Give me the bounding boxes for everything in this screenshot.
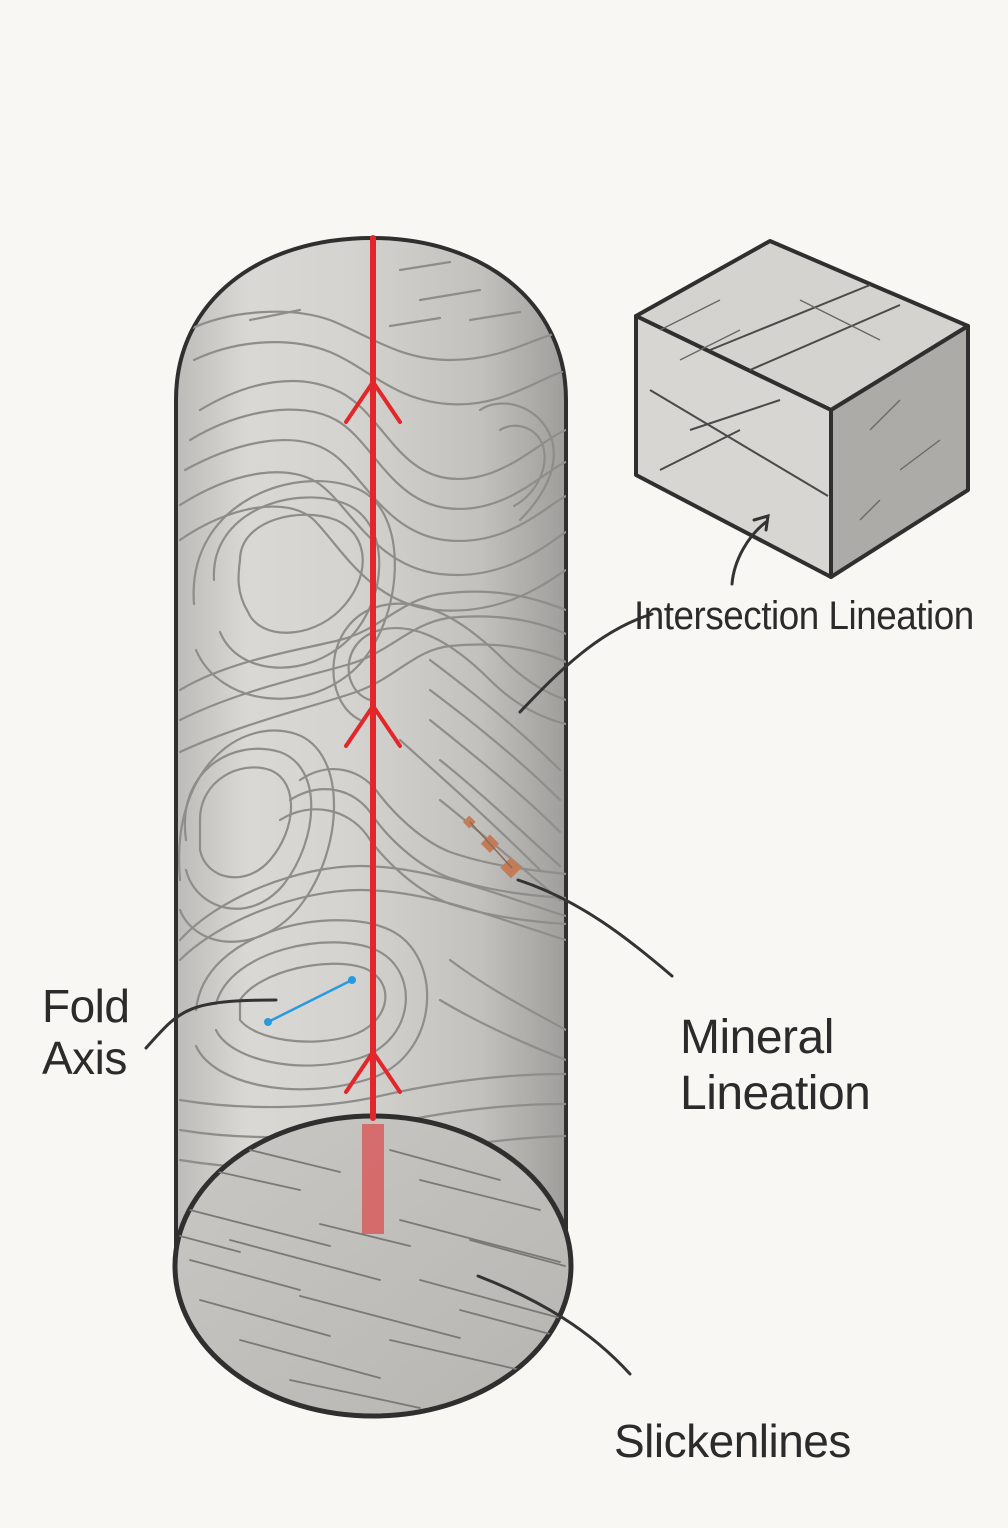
- label-fold-line1: Fold: [42, 980, 130, 1032]
- cylinder-base: [172, 1113, 574, 1419]
- leader-fold-axis: [144, 998, 278, 1050]
- leader-intersection-arrowhead: [752, 513, 770, 532]
- fold-axis-marker: [264, 976, 356, 1026]
- label-fold-line2: Axis: [42, 1032, 127, 1084]
- leader-intersection-cylinder: [518, 612, 654, 714]
- leader-intersection-block: [730, 520, 768, 586]
- arrowhead-upper: [344, 378, 402, 424]
- arrowhead-lower: [344, 1048, 402, 1094]
- fold-axis-projection: [362, 1124, 384, 1234]
- fold-axis-line: [344, 235, 402, 1121]
- rock-cylinder: [172, 235, 574, 1419]
- leader-lines: [144, 513, 770, 1376]
- label-slickenlines: Slickenlines: [614, 1415, 851, 1467]
- rock-block: [634, 239, 970, 579]
- intersection-lines: [649, 284, 901, 497]
- label-fold-axis: Fold Axis: [42, 980, 130, 1084]
- leader-slickenlines: [476, 1274, 632, 1376]
- label-intersection-lineation: Intersection Lineation: [634, 594, 974, 638]
- label-mineral-line2: Lineation: [680, 1067, 871, 1120]
- arrowhead-middle: [344, 702, 402, 748]
- slickenline-striations: [179, 1149, 566, 1409]
- leader-mineral: [516, 878, 674, 978]
- label-mineral-lineation: Mineral Lineation: [680, 1010, 871, 1122]
- label-mineral-line1: Mineral: [680, 1011, 834, 1064]
